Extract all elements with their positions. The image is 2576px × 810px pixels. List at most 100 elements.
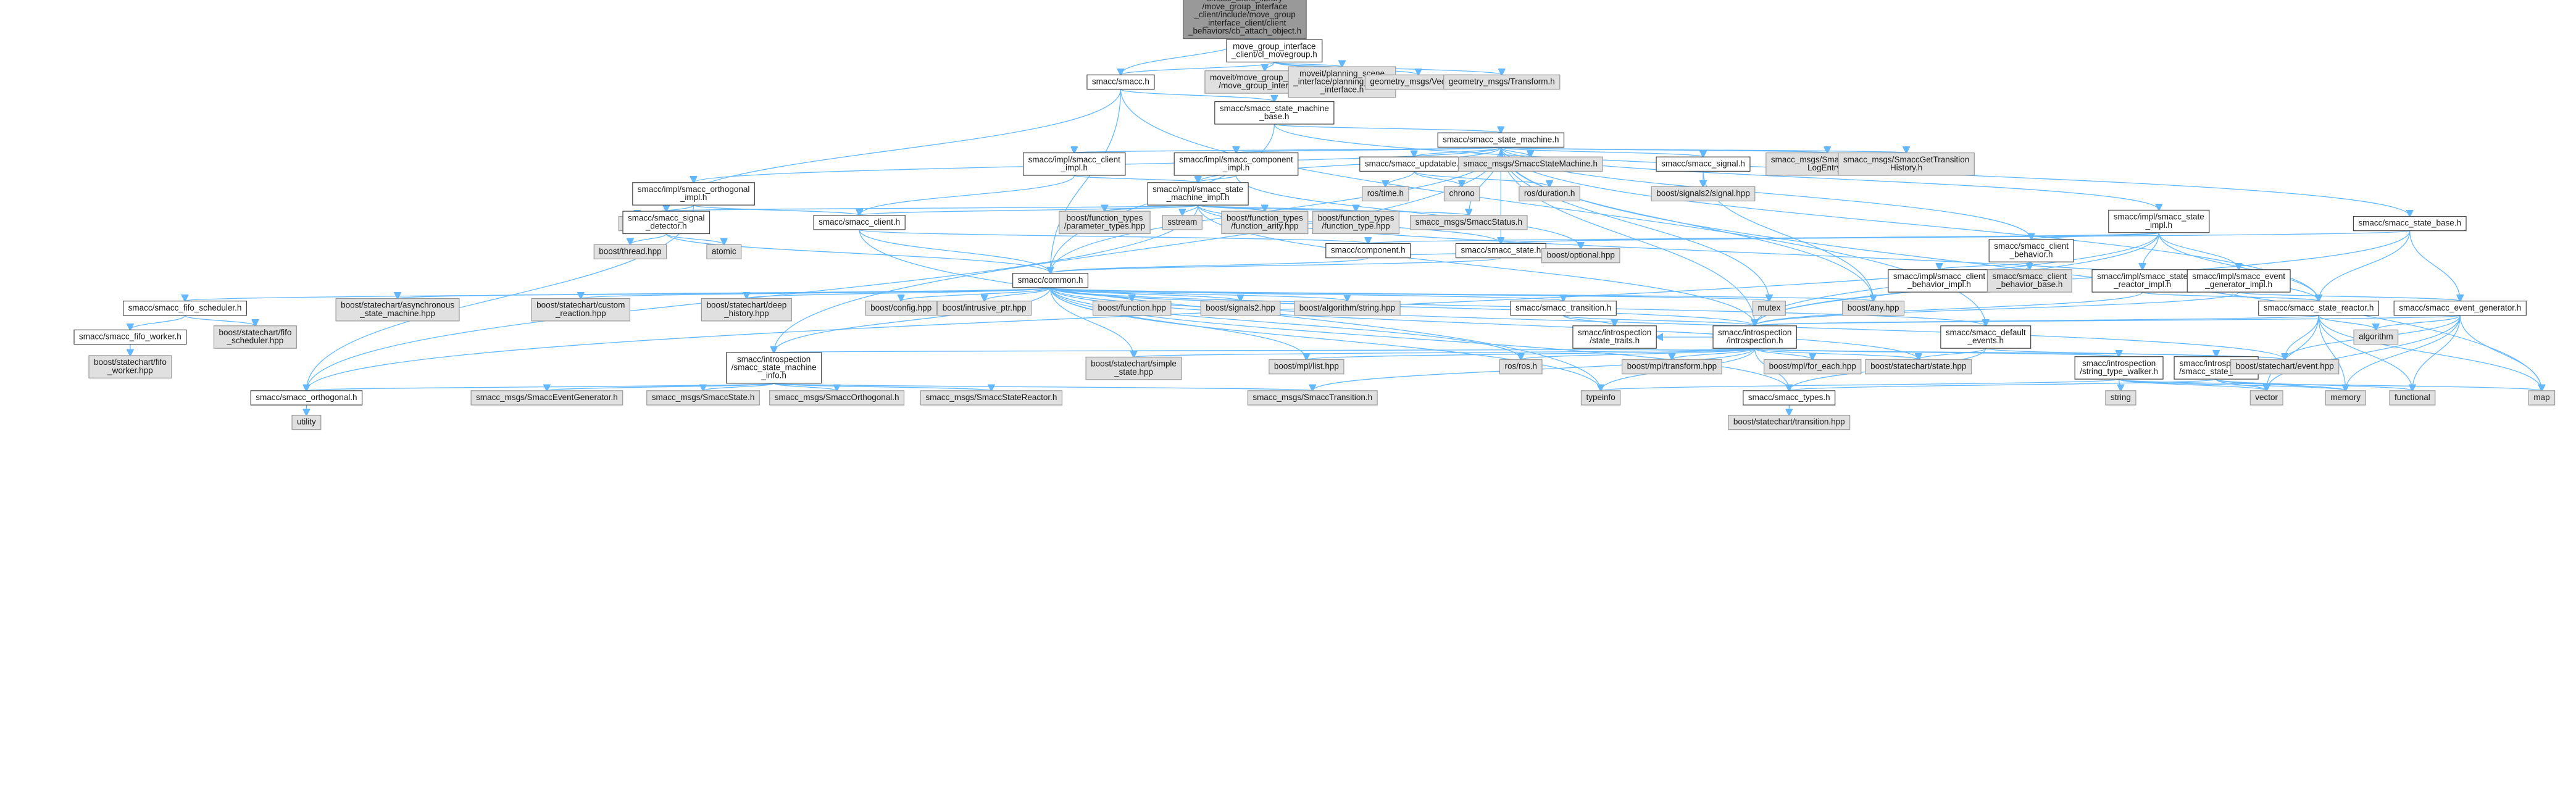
- node-client_h[interactable]: smacc/smacc_client.h: [813, 215, 906, 230]
- node-cb_base[interactable]: smacc/smacc_client_behavior_base.h: [1986, 269, 2072, 293]
- node-box: [1712, 325, 1797, 349]
- node-boost_any[interactable]: boost/any.hpp: [1842, 301, 1905, 316]
- node-intrusive[interactable]: boost/intrusive_ptr.hpp: [937, 301, 1032, 316]
- node-mutex[interactable]: mutex: [1752, 301, 1786, 316]
- node-sm_base[interactable]: smacc/smacc_state_machine_base.h: [1214, 101, 1335, 125]
- node-impl_component[interactable]: smacc/impl/smacc_component_impl.h: [1173, 152, 1299, 176]
- node-msg_statemachine[interactable]: smacc_msgs/SmaccStateMachine.h: [1457, 156, 1603, 172]
- node-impl_state[interactable]: smacc/impl/smacc_state_impl.h: [2108, 209, 2210, 233]
- node-label: boost/statechart/custom: [536, 301, 625, 310]
- node-msg_reactor[interactable]: smacc_msgs/SmaccStateReactor.h: [920, 390, 1063, 406]
- node-alg_string[interactable]: boost/algorithm/string.hpp: [1294, 301, 1401, 316]
- node-sc_async[interactable]: boost/statechart/asynchronous_state_mach…: [335, 298, 460, 322]
- node-smacc_sm[interactable]: smacc/smacc_state_machine.h: [1437, 132, 1565, 148]
- node-msg_status[interactable]: smacc_msgs/SmaccStatus.h: [1410, 215, 1528, 230]
- node-msg_transition[interactable]: smacc_msgs/SmaccTransition.h: [1247, 390, 1378, 406]
- edge-signal_detector-to-boost_thread: [630, 233, 667, 245]
- node-smacc_h[interactable]: smacc/smacc.h: [1086, 74, 1155, 90]
- edge-transition_h-to-state_traits: [1562, 315, 1615, 326]
- node-mpl_list[interactable]: boost/mpl/list.hpp: [1269, 359, 1344, 375]
- node-msg_state[interactable]: smacc_msgs/SmaccState.h: [646, 390, 760, 406]
- node-box: [1519, 186, 1581, 202]
- node-sc_simple[interactable]: boost/statechart/simple_state.hpp: [1085, 356, 1182, 380]
- node-introspection[interactable]: smacc/introspection/introspection.h: [1712, 325, 1797, 349]
- node-algorithm[interactable]: algorithm: [2353, 329, 2399, 345]
- edge-sm_info-to-msg_transition: [773, 383, 1313, 391]
- node-ft_param[interactable]: boost/function_types/parameter_types.hpp: [1059, 211, 1151, 235]
- node-impl_orthogonal[interactable]: smacc/impl/smacc_orthogonal_impl.h: [632, 182, 755, 206]
- node-impl_sm[interactable]: smacc/impl/smacc_state_machine_impl.h: [1147, 182, 1249, 206]
- edge-introspection-to-mpl_foreach: [1754, 348, 1813, 359]
- edge-updatable-to-ros_time: [1385, 171, 1415, 186]
- node-functional[interactable]: functional: [2389, 390, 2436, 406]
- node-box: [2353, 329, 2399, 345]
- node-orthogonal[interactable]: smacc/smacc_orthogonal.h: [250, 390, 363, 406]
- node-impl_client[interactable]: smacc/impl/smacc_client_impl.h: [1022, 152, 1126, 176]
- node-sc_custom[interactable]: boost/statechart/custom_reaction.hpp: [531, 298, 631, 322]
- node-sc_fifo_worker[interactable]: boost/statechart/fifo_worker.hpp: [88, 355, 172, 378]
- node-stw[interactable]: smacc/introspection/string_type_walker.h: [2074, 356, 2164, 380]
- node-label: smacc_msgs/SmaccStatus.h: [1415, 217, 1522, 227]
- node-common[interactable]: smacc/common.h: [1012, 273, 1089, 288]
- node-event_generator[interactable]: smacc/smacc_event_generator.h: [2393, 301, 2527, 316]
- edge-sm_info-to-msg_evgen: [547, 383, 775, 391]
- node-typeinfo[interactable]: typeinfo: [1580, 390, 1621, 406]
- node-signal_detector[interactable]: smacc/smacc_signal_detector.h: [622, 211, 711, 235]
- node-mpl_foreach[interactable]: boost/mpl/for_each.hpp: [1764, 359, 1862, 375]
- node-mpl_transform[interactable]: boost/mpl/transform.hpp: [1622, 359, 1722, 375]
- node-box: [1214, 101, 1335, 125]
- node-vector[interactable]: vector: [2249, 390, 2283, 406]
- node-ft_arity[interactable]: boost/function_types/function_arity.hpp: [1221, 211, 1309, 235]
- edge-common-to-transition_h: [1049, 287, 1564, 301]
- node-impl_reactor[interactable]: smacc/impl/smacc_state_reactor_impl.h: [2091, 269, 2193, 293]
- node-impl_evgen[interactable]: smacc/impl/smacc_event_generator_impl.h: [2186, 269, 2291, 293]
- node-boost_optional[interactable]: boost/optional.hpp: [1541, 248, 1620, 264]
- node-types_h[interactable]: smacc/smacc_types.h: [1743, 390, 1836, 406]
- node-root[interactable]: smacc_client_library/move_group_interfac…: [1183, 0, 1307, 40]
- node-boost_config[interactable]: boost/config.hpp: [865, 301, 937, 316]
- node-default_events[interactable]: smacc/smacc_default_events.h: [1940, 325, 2032, 349]
- node-sc_fifo_sched[interactable]: boost/statechart/fifo_scheduler.hpp: [213, 325, 297, 349]
- node-fifo_scheduler[interactable]: smacc/smacc_fifo_scheduler.h: [123, 301, 248, 316]
- node-signals2_signal[interactable]: boost/signals2/signal.hpp: [1651, 186, 1756, 202]
- node-box: [701, 298, 792, 322]
- node-boost_function[interactable]: boost/function.hpp: [1092, 301, 1172, 316]
- node-utility[interactable]: utility: [291, 414, 322, 430]
- node-chrono[interactable]: chrono: [1443, 186, 1480, 202]
- node-msg_evgen[interactable]: smacc_msgs/SmaccEventGenerator.h: [470, 390, 623, 406]
- node-box: [291, 414, 322, 430]
- node-state_traits[interactable]: smacc/introspection/state_traits.h: [1572, 325, 1657, 349]
- node-state_reactor[interactable]: smacc/smacc_state_reactor.h: [2258, 301, 2379, 316]
- node-label: /string_type_walker.h: [2080, 367, 2158, 376]
- node-sm_info[interactable]: smacc/introspection/smacc_state_machine_…: [726, 352, 822, 384]
- node-signals2[interactable]: boost/signals2.hpp: [1200, 301, 1281, 316]
- node-box: [1541, 248, 1620, 264]
- node-string[interactable]: string: [2105, 390, 2136, 406]
- node-sc_state[interactable]: boost/statechart/state.hpp: [1865, 359, 1972, 375]
- node-ros_time[interactable]: ros/time.h: [1362, 186, 1409, 202]
- node-boost_thread[interactable]: boost/thread.hpp: [593, 244, 667, 260]
- node-msg_orth[interactable]: smacc_msgs/SmaccOrthogonal.h: [769, 390, 905, 406]
- node-ros_h[interactable]: ros/ros.h: [1499, 359, 1543, 375]
- node-sc_event[interactable]: boost/statechart/event.hpp: [2230, 359, 2340, 375]
- node-memory[interactable]: memory: [2325, 390, 2366, 406]
- node-geo_transform[interactable]: geometry_msgs/Transform.h: [1443, 74, 1561, 90]
- node-updatable[interactable]: smacc/smacc_updatable.h: [1359, 156, 1469, 172]
- node-transition_h[interactable]: smacc/smacc_transition.h: [1510, 301, 1617, 316]
- node-impl_cb[interactable]: smacc/impl/smacc_client_behavior_impl.h: [1888, 269, 1991, 293]
- node-state_base[interactable]: smacc/smacc_state_base.h: [2353, 215, 2467, 232]
- node-component[interactable]: smacc/component.h: [1325, 243, 1411, 259]
- node-fifo_worker[interactable]: smacc/smacc_fifo_worker.h: [73, 329, 187, 345]
- node-client_behavior[interactable]: smacc/smacc_client_behavior.h: [1988, 239, 2074, 262]
- node-cl_movegroup[interactable]: move_group_interface_client/cl_movegroup…: [1226, 39, 1323, 63]
- node-signal[interactable]: smacc/smacc_signal.h: [1656, 156, 1751, 172]
- node-map[interactable]: map: [2528, 390, 2556, 406]
- node-sc_deep[interactable]: boost/statechart/deep_history.hpp: [701, 298, 792, 322]
- node-atomic[interactable]: atomic: [706, 244, 742, 260]
- node-sstream[interactable]: sstream: [1162, 215, 1203, 230]
- node-ros_duration[interactable]: ros/duration.h: [1519, 186, 1581, 202]
- node-state_h[interactable]: smacc/smacc_state.h: [1455, 243, 1546, 259]
- node-ft_type[interactable]: boost/function_types/function_type.hpp: [1312, 211, 1400, 235]
- node-sc_transition[interactable]: boost/statechart/transition.hpp: [1728, 414, 1851, 430]
